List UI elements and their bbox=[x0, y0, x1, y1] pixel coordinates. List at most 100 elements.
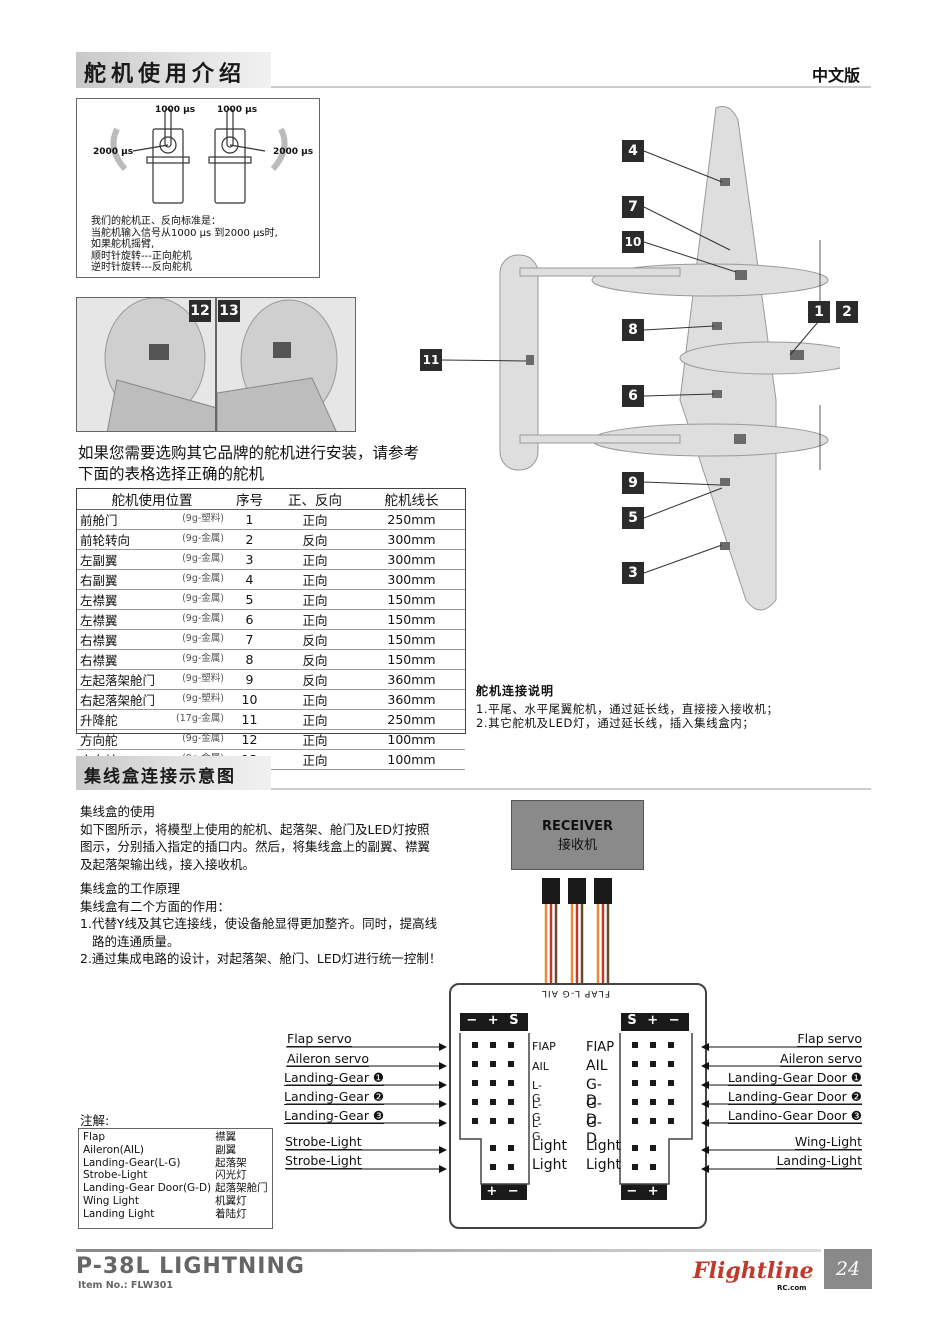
legend-row: Landing Light 着陆灯 bbox=[81, 1208, 270, 1221]
legend-cn: 起落架舱门 bbox=[215, 1182, 268, 1195]
label-left-gear-1: Landing-Gear ❶ bbox=[284, 1070, 385, 1086]
servo-diagram bbox=[110, 108, 288, 204]
badge-8: 8 bbox=[622, 319, 644, 341]
pin bbox=[472, 1099, 478, 1105]
label-left-strobe-1: Strobe-Light bbox=[285, 1134, 362, 1150]
badge-10: 10 bbox=[622, 231, 644, 253]
brand-name: Flightline bbox=[693, 1258, 814, 1284]
cell-length: 300mm bbox=[358, 529, 465, 550]
badge-11: 11 bbox=[420, 349, 442, 371]
pin bbox=[490, 1164, 496, 1170]
cell-direction: 反向 bbox=[272, 529, 358, 550]
cell-position: 右襟翼 bbox=[80, 653, 118, 668]
servo-table-box: 舵机使用位置 序号 正、反向 舵机线长 前舱门(9g-塑料) 1 正向 250m… bbox=[76, 488, 466, 770]
pin bbox=[650, 1164, 656, 1170]
table-row: 前舱门(9g-塑料) 1 正向 250mm bbox=[77, 509, 465, 530]
cell-length: 360mm bbox=[358, 689, 465, 710]
cell-position: 左起落架舱门 bbox=[80, 673, 156, 688]
label-right-wing-light: Wing-Light bbox=[794, 1134, 862, 1150]
table-row: 左副翼 (9g-金属) 3 正向 300mm bbox=[77, 549, 465, 570]
cell-length: 250mm bbox=[358, 509, 465, 530]
cell-length: 300mm bbox=[358, 549, 465, 570]
badge-7: 7 bbox=[622, 196, 644, 218]
table-row: 方向舵(9g-金属) 12 正向 100mm bbox=[77, 729, 465, 750]
legend-table: Flap 襟翼 Aileron(AIL) 副翼 Landing-Gear(L-G… bbox=[81, 1131, 270, 1221]
table-row: 右襟翼(9g-金属) 7 反向 150mm bbox=[77, 629, 465, 650]
us-top-right: 1000 μs bbox=[217, 105, 258, 115]
hub-left-header: − + S bbox=[460, 1013, 528, 1031]
hub-header-bar bbox=[76, 756, 271, 790]
pin bbox=[472, 1080, 478, 1086]
servo-direction-box: 1000 μs 1000 μs 2000 μs 2000 μs 我们的舵机正、反… bbox=[76, 98, 320, 278]
cell-length: 150mm bbox=[358, 629, 465, 650]
cell-length: 150mm bbox=[358, 589, 465, 610]
pin bbox=[668, 1099, 674, 1105]
legend-row: Strobe-Light 闪光灯 bbox=[81, 1169, 270, 1182]
pin bbox=[490, 1061, 496, 1067]
port-label: AIL bbox=[586, 1058, 608, 1074]
cell-number: 6 bbox=[227, 609, 272, 630]
pin bbox=[668, 1118, 674, 1124]
cell-length: 150mm bbox=[358, 649, 465, 670]
cell-direction: 正向 bbox=[272, 689, 358, 710]
footer-item: Item No.: FLW301 bbox=[78, 1280, 174, 1291]
hub-usage: 集线盒的使用 如下图所示，将模型上使用的舵机、起落架、舱门及LED灯按照 图示，… bbox=[80, 804, 431, 872]
col-position: 舵机使用位置 bbox=[77, 489, 227, 510]
label-left-flap: Flap servo bbox=[287, 1031, 352, 1047]
cell-number: 4 bbox=[227, 569, 272, 590]
col-length: 舵机线长 bbox=[358, 489, 465, 510]
hub-right-header: S + − bbox=[621, 1013, 689, 1031]
port-label: FIAP bbox=[586, 1040, 615, 1055]
cell-type: (9g-金属) bbox=[182, 593, 224, 604]
cell-type: (17g-金属) bbox=[176, 713, 224, 724]
label-right-aileron: Aileron servo bbox=[780, 1051, 862, 1067]
footer-model: P-38L LIGHTNING bbox=[76, 1254, 305, 1279]
cell-direction: 正向 bbox=[272, 549, 358, 570]
cell-number: 1 bbox=[227, 509, 272, 530]
cell-direction: 正向 bbox=[272, 709, 358, 730]
pin bbox=[650, 1145, 656, 1151]
port-label: L-G bbox=[532, 1098, 542, 1124]
receiver-label-cn: 接收机 bbox=[557, 838, 597, 853]
hub-section-title: 集线盒连接示意图 bbox=[84, 767, 236, 787]
cell-type: (9g-金属) bbox=[182, 653, 224, 664]
us-top-left: 1000 μs bbox=[155, 105, 196, 115]
cell-number: 3 bbox=[227, 549, 272, 570]
cell-position: 左副翼 bbox=[80, 553, 118, 568]
aircraft-top-view bbox=[499, 106, 840, 611]
receiver-box: RECEIVER 接收机 bbox=[511, 800, 644, 870]
cell-number: 12 bbox=[227, 729, 272, 750]
pin bbox=[632, 1099, 638, 1105]
legend-title: 注解: bbox=[80, 1113, 110, 1128]
cell-length: 100mm bbox=[358, 729, 465, 750]
hub-header-line bbox=[271, 788, 871, 790]
port-label: Light bbox=[532, 1138, 567, 1154]
cell-type: (9g-金属) bbox=[182, 553, 224, 564]
servo-notes: 我们的舵机正、反向标准是： 当舵机输入信号从1000 μs 到2000 μs时,… bbox=[91, 216, 278, 273]
hub-right-footer: − + bbox=[621, 1184, 667, 1200]
cell-position: 右襟翼 bbox=[80, 633, 118, 648]
cell-direction: 正向 bbox=[272, 569, 358, 590]
pin bbox=[508, 1164, 514, 1170]
cell-position: 左襟翼 bbox=[80, 593, 118, 608]
tail-illustration-right bbox=[217, 299, 338, 431]
cell-type: (9g-塑料) bbox=[182, 513, 224, 524]
cell-direction: 反向 bbox=[272, 629, 358, 650]
pin bbox=[632, 1061, 638, 1067]
cell-direction: 反向 bbox=[272, 649, 358, 670]
label-right-door-3: Landino-Gear Door ❸ bbox=[727, 1108, 862, 1124]
badge-5: 5 bbox=[622, 507, 644, 529]
col-direction: 正、反向 bbox=[272, 489, 358, 510]
pin bbox=[650, 1042, 656, 1048]
port-label: G-D bbox=[586, 1096, 602, 1128]
header-bar-line bbox=[271, 86, 871, 88]
pin bbox=[472, 1118, 478, 1124]
pin bbox=[508, 1118, 514, 1124]
tail-illustration-left bbox=[104, 298, 215, 431]
cell-position: 右副翼 bbox=[80, 573, 118, 588]
badge-2: 2 bbox=[836, 301, 858, 323]
cell-number: 7 bbox=[227, 629, 272, 650]
cell-position: 方向舵 bbox=[80, 733, 118, 748]
cell-direction: 正向 bbox=[272, 589, 358, 610]
pin bbox=[668, 1042, 674, 1048]
